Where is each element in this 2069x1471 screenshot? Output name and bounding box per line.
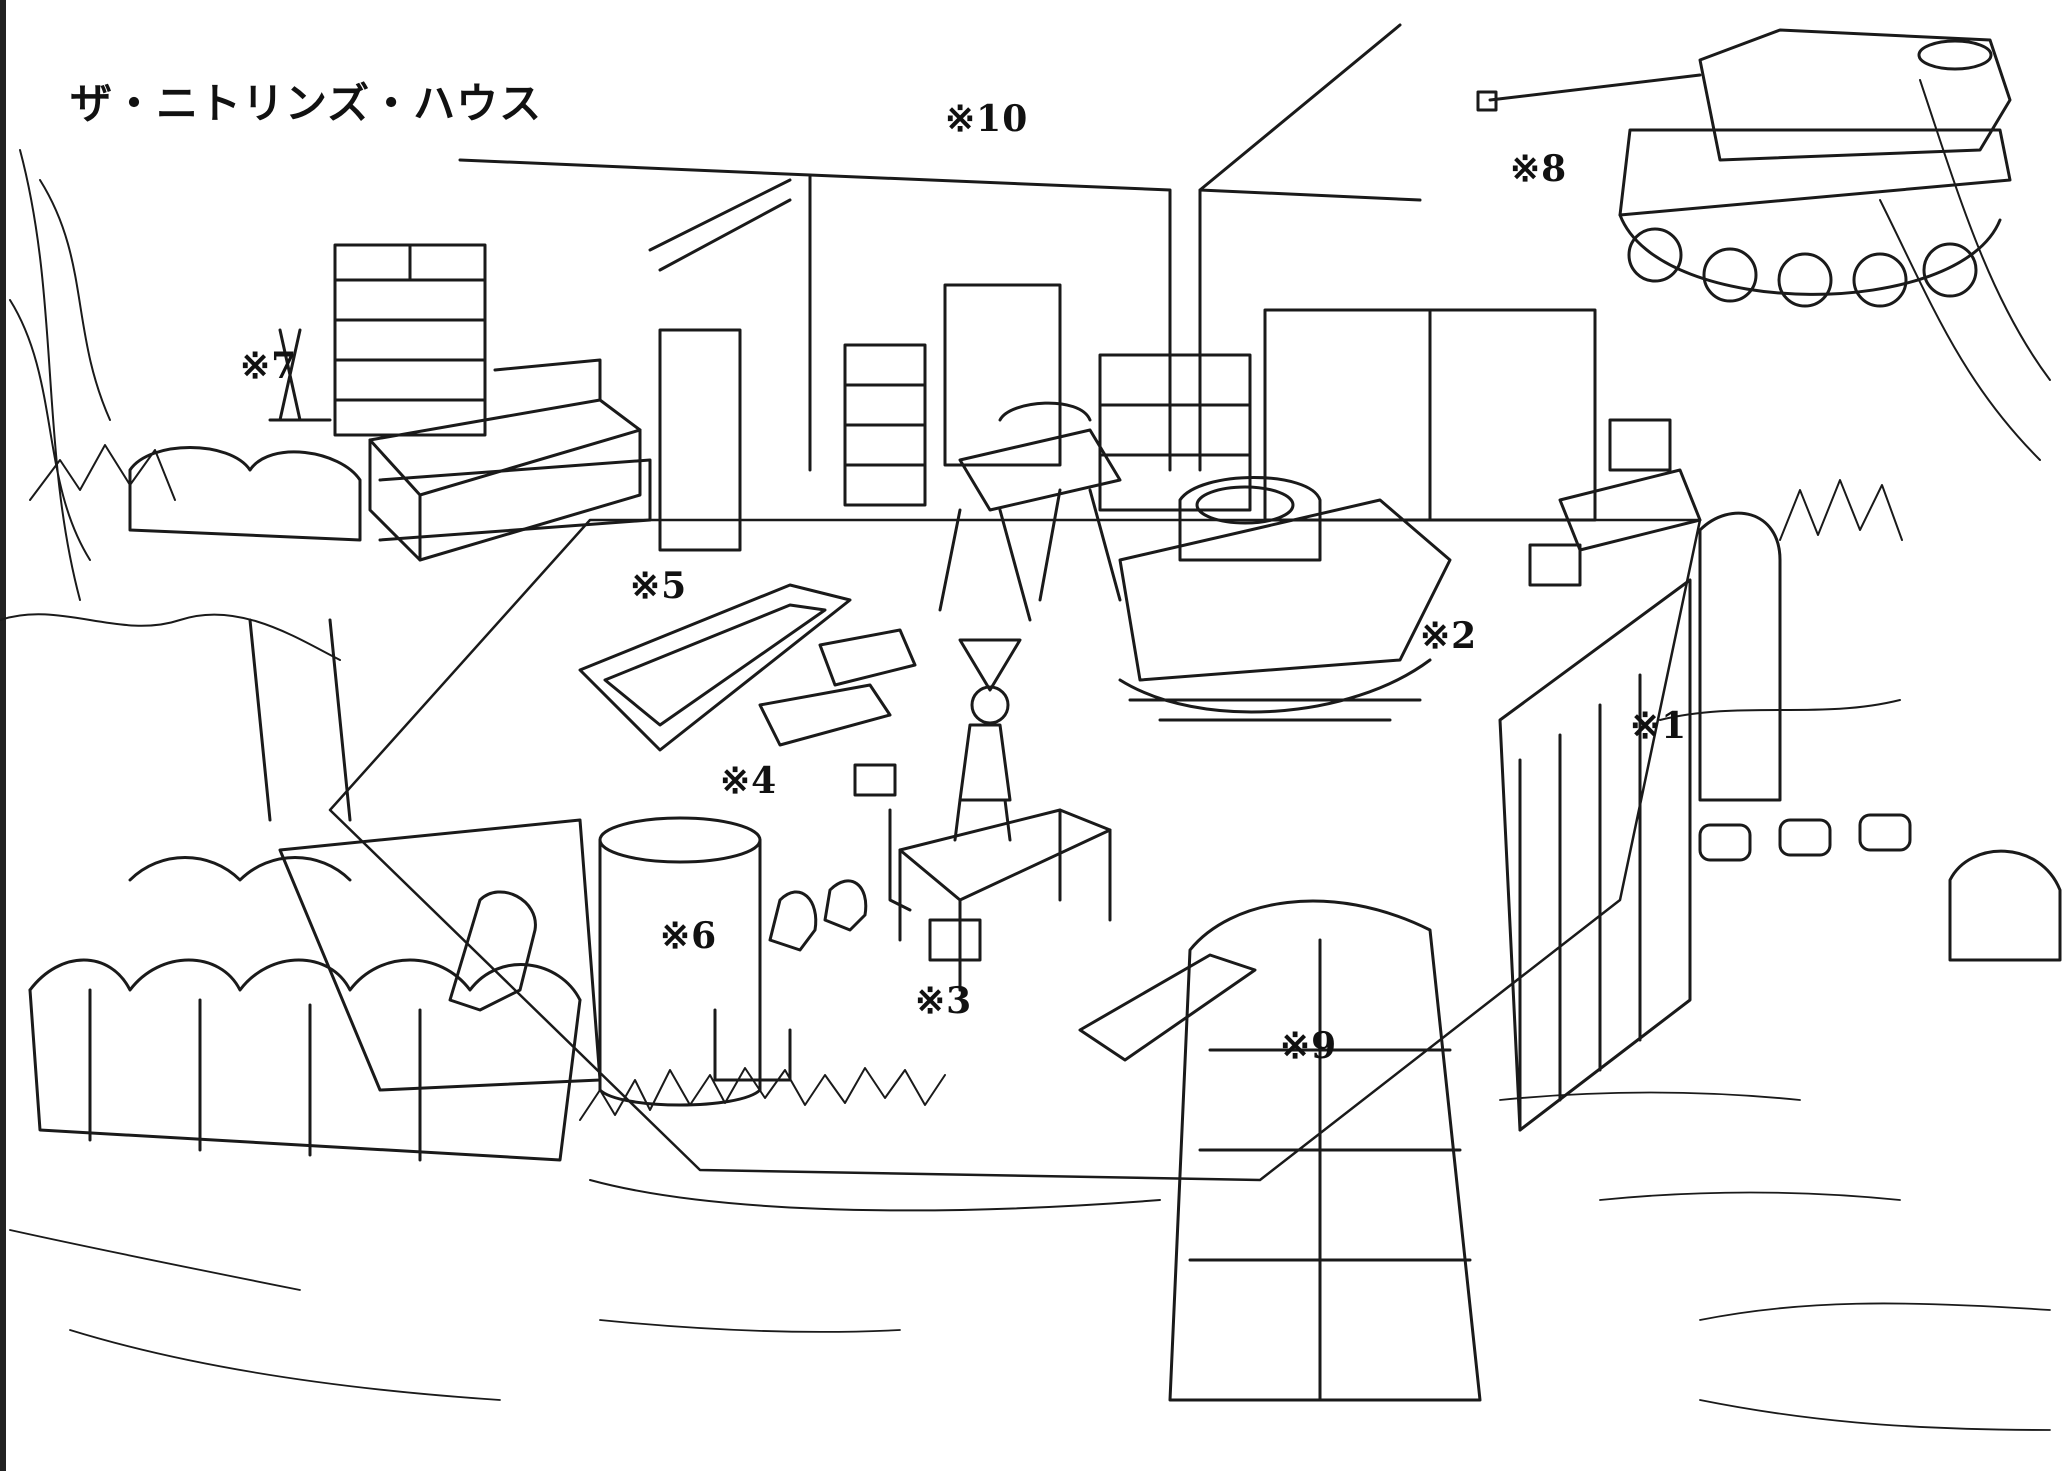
small-tank [1118, 476, 1452, 722]
marker-9: ※9 [1280, 1025, 1338, 1067]
marker-10: ※10 [945, 98, 1029, 140]
stone-pillar-right [1168, 511, 1782, 1402]
vegetation-left [0, 149, 341, 661]
marker-3: ※3 [915, 980, 973, 1022]
doormat [1078, 953, 1257, 1062]
back-walls [378, 23, 1422, 542]
marker-1: ※1 [1630, 705, 1688, 747]
model-tanks [758, 628, 917, 797]
character-figure [953, 638, 1022, 842]
bedroom-furniture [268, 243, 642, 562]
boots [768, 879, 868, 952]
doors [658, 283, 1597, 552]
left-frame-border [0, 0, 6, 1471]
shelf-unit [1098, 353, 1252, 512]
marker-2: ※2 [1420, 615, 1478, 657]
large-tank [1476, 28, 2012, 308]
water-tank [598, 816, 792, 1107]
futon [578, 583, 852, 752]
marker-7: ※7 [240, 345, 298, 387]
bath-area [278, 818, 602, 1092]
page-title: ザ・ニトリンズ・ハウス [70, 79, 543, 128]
corner-desk [1528, 418, 1702, 587]
stepping-stones [1698, 813, 2062, 962]
work-table [888, 808, 1112, 992]
hedge [579, 1067, 1161, 1212]
ground-lines [9, 1091, 2051, 1431]
marker-5: ※5 [630, 565, 688, 607]
filing-cabinet [843, 343, 927, 507]
marker-4: ※4 [720, 760, 778, 802]
turret-stand [938, 401, 1122, 622]
marker-6: ※6 [660, 915, 718, 957]
stone-pillar-left [128, 446, 362, 822]
floor-outline [328, 518, 1702, 1182]
stone-wall-front [28, 856, 582, 1162]
marker-8: ※8 [1510, 148, 1568, 190]
vegetation-right [1659, 79, 2051, 721]
